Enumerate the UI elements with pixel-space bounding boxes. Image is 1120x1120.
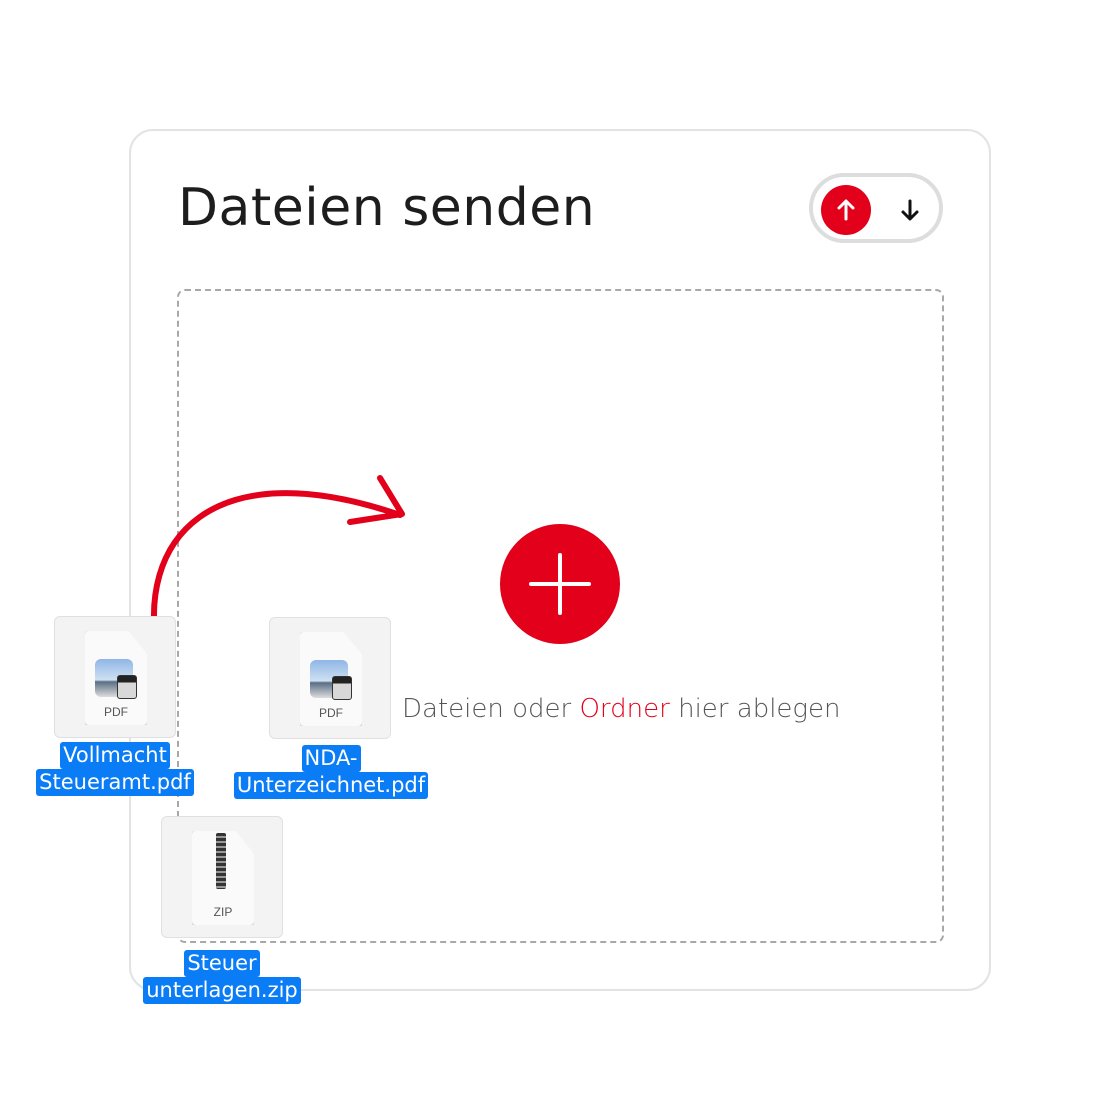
file-icon-zip[interactable]: ZIP — [161, 816, 283, 938]
file-name-line: Vollmacht — [60, 742, 170, 769]
download-toggle-button[interactable] — [885, 185, 935, 235]
dropzone-instructions: Dateien oder Ordner hier ablegen — [402, 694, 841, 724]
pdf-icon: PDF — [85, 631, 147, 725]
file-icon-nda[interactable]: PDF — [269, 617, 391, 739]
dropzone-text: Dateien oder — [402, 694, 580, 724]
dropzone-text-suffix: hier ablegen — [669, 694, 841, 724]
zip-icon: ZIP — [192, 831, 254, 925]
page-title: Dateien senden — [178, 178, 596, 238]
arrow-up-icon — [837, 199, 855, 221]
plus-icon[interactable] — [500, 524, 620, 644]
file-ext: PDF — [104, 705, 128, 719]
file-name-line: unterlagen.zip — [143, 977, 301, 1004]
file-ext: PDF — [319, 706, 343, 720]
file-name-line: NDA- — [301, 745, 361, 772]
file-name-line: Steuer — [184, 950, 260, 977]
folder-highlight: Ordner — [579, 694, 670, 724]
arrow-down-icon — [901, 199, 919, 221]
file-name-line: Unterzeichnet.pdf — [233, 772, 429, 799]
file-ext: ZIP — [213, 905, 233, 919]
file-dropzone[interactable] — [177, 289, 944, 943]
file-name-line: Steueramt.pdf — [36, 769, 194, 796]
upload-toggle-button[interactable] — [821, 185, 871, 235]
pdf-icon: PDF — [300, 632, 362, 726]
file-label[interactable]: NDA-Unterzeichnet.pdf — [211, 745, 451, 799]
file-icon-vollmacht[interactable]: PDF — [54, 616, 176, 738]
send-receive-toggle[interactable] — [809, 173, 943, 243]
